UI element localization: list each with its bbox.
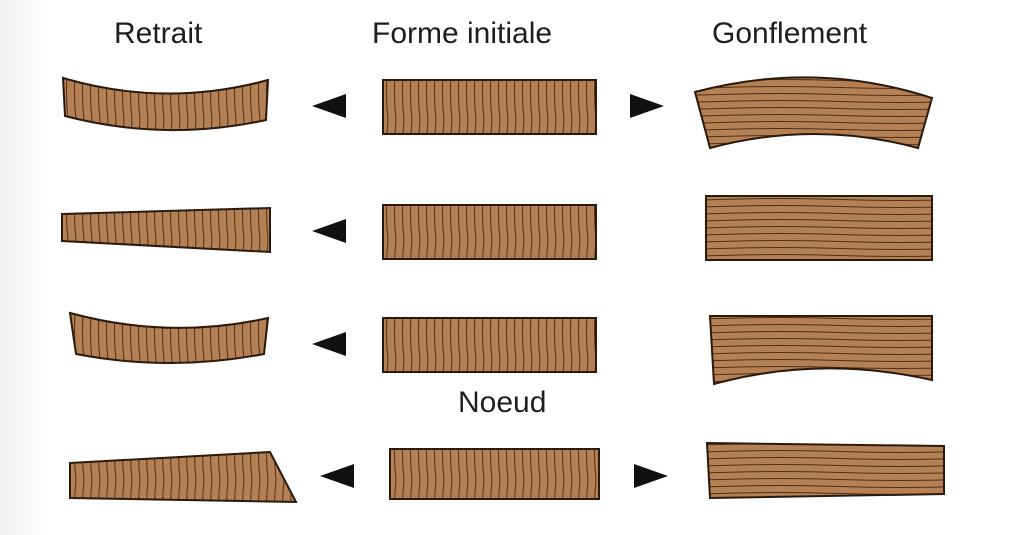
shrunk-knotted-board bbox=[69, 450, 298, 504]
gonflement-title: Gonflement bbox=[712, 17, 868, 50]
swollen-flat-board bbox=[705, 195, 933, 261]
swollen-knotted-board bbox=[705, 441, 945, 500]
retrait-title: Retrait bbox=[114, 17, 203, 50]
arrow-left-icon bbox=[312, 94, 346, 118]
initial-board bbox=[382, 317, 597, 373]
noeud-label: Noeud bbox=[458, 386, 547, 419]
arrow-left-icon bbox=[312, 332, 346, 356]
forme-initiale-title: Forme initiale bbox=[372, 17, 553, 50]
initial-board bbox=[382, 204, 597, 260]
shrunk-cupped-board bbox=[61, 76, 270, 132]
initial-board-with-knot bbox=[389, 448, 600, 500]
swollen-bowed-board bbox=[693, 76, 934, 150]
arrow-left-icon bbox=[320, 464, 354, 488]
arrow-right-icon bbox=[634, 464, 668, 488]
shrunk-tapered-board bbox=[61, 206, 271, 254]
swollen-slightly-bowed-board bbox=[708, 315, 933, 386]
shrunk-cupped-board bbox=[68, 311, 270, 364]
initial-board bbox=[382, 79, 597, 135]
arrow-right-icon bbox=[630, 94, 664, 118]
left-edge-shade bbox=[0, 0, 44, 535]
arrow-left-icon bbox=[312, 219, 346, 243]
